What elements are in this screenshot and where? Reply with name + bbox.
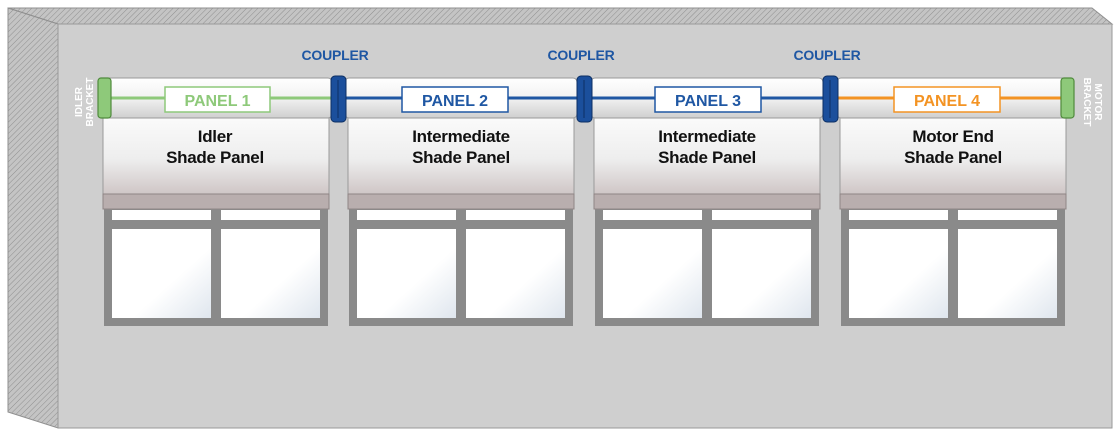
svg-text:PANEL 4: PANEL 4 <box>914 93 980 110</box>
panel-tag-3: PANEL 3 <box>654 86 762 113</box>
svg-text:Shade Panel: Shade Panel <box>412 148 510 167</box>
svg-text:Shade Panel: Shade Panel <box>904 148 1002 167</box>
svg-text:PANEL 2: PANEL 2 <box>422 93 488 110</box>
svg-text:IDLER: IDLER <box>74 86 85 117</box>
shade-title-3: Intermediate Shade Panel <box>658 127 756 167</box>
coupler-label-3: COUPLER <box>793 47 860 63</box>
svg-text:Intermediate: Intermediate <box>412 127 510 146</box>
wall-top-face <box>7 7 1114 25</box>
coupler-label-1: COUPLER <box>301 47 368 63</box>
svg-text:BRACKET: BRACKET <box>85 78 96 127</box>
shade-panel-1 <box>102 115 330 210</box>
window-3 <box>595 194 819 326</box>
svg-text:Shade Panel: Shade Panel <box>658 148 756 167</box>
coupler-label-2: COUPLER <box>547 47 614 63</box>
shade-panel-2 <box>347 115 575 210</box>
shade-panel-3 <box>593 115 821 210</box>
window-1 <box>104 194 328 326</box>
svg-text:PANEL 1: PANEL 1 <box>184 93 250 110</box>
shade-title-2: Intermediate Shade Panel <box>412 127 510 167</box>
window-2 <box>349 194 573 326</box>
svg-text:PANEL 3: PANEL 3 <box>675 93 741 110</box>
window-4 <box>841 194 1065 326</box>
idler-bracket-label: IDLER BRACKET <box>74 78 96 127</box>
panel-tag-4: PANEL 4 <box>893 86 1001 113</box>
panel-tag-1: PANEL 1 <box>164 86 271 113</box>
svg-text:Motor End: Motor End <box>912 127 993 146</box>
panel-tag-2: PANEL 2 <box>401 86 509 113</box>
svg-text:Shade Panel: Shade Panel <box>166 148 264 167</box>
motor-bracket-label: MOTOR BRACKET <box>1081 78 1103 127</box>
shade-title-1: Idler Shade Panel <box>166 127 264 167</box>
idler-bracket <box>97 77 112 119</box>
svg-text:Intermediate: Intermediate <box>658 127 756 146</box>
shade-title-4: Motor End Shade Panel <box>904 127 1002 167</box>
motor-bracket <box>1060 77 1075 119</box>
svg-text:MOTOR: MOTOR <box>1092 83 1103 121</box>
shade-panel-4 <box>839 115 1067 210</box>
wall-left-face <box>7 7 59 429</box>
svg-text:Idler: Idler <box>198 127 233 146</box>
svg-text:BRACKET: BRACKET <box>1081 78 1092 127</box>
